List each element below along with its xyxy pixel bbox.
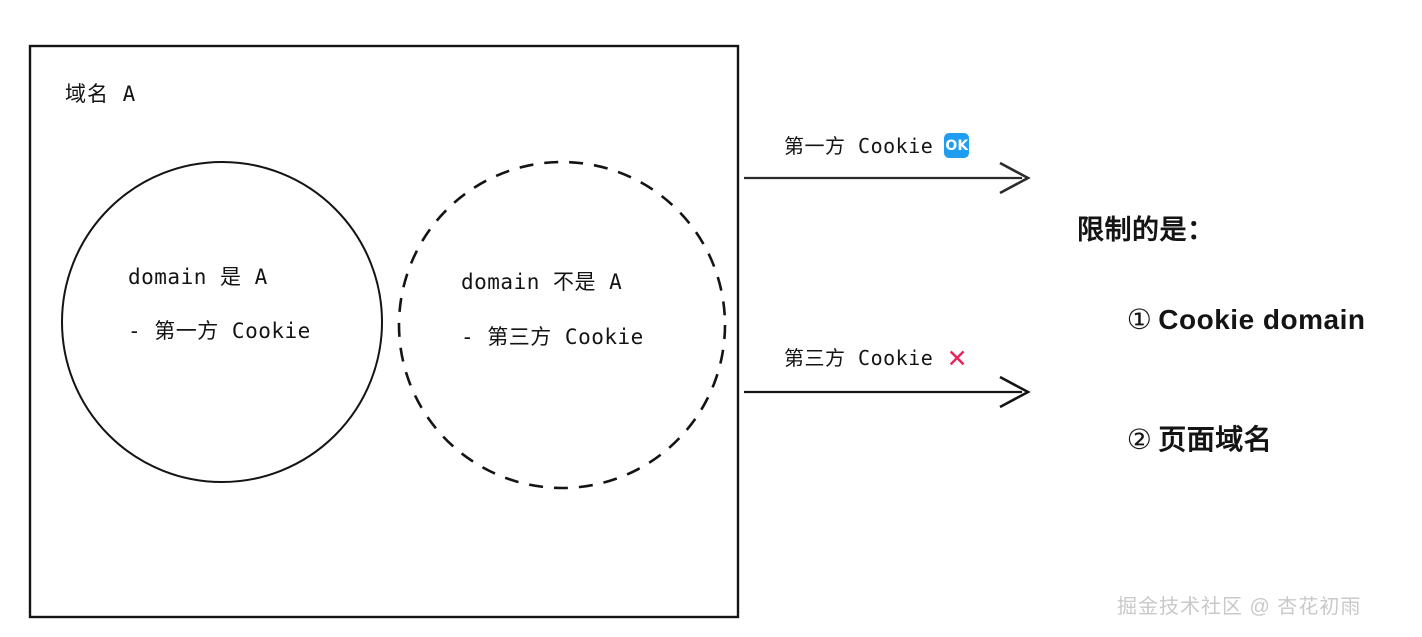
domain-box-label: 域名 A xyxy=(65,82,137,106)
cross-mark-icon: ✕ xyxy=(946,343,969,373)
dashed-circle-third-party xyxy=(397,160,727,490)
domain-box xyxy=(28,44,740,619)
third-party-label-text: 第三方 Cookie xyxy=(784,346,934,370)
restriction-item-2-number: ② xyxy=(1126,423,1153,456)
ok-badge-icon: OK xyxy=(944,133,970,158)
watermark: 掘金技术社区 @ 杏花初雨 xyxy=(1117,596,1362,618)
solid-circle-text-line1: domain 是 A xyxy=(128,265,268,289)
restriction-item-1-number: ① xyxy=(1126,303,1153,336)
solid-circle-first-party xyxy=(61,161,383,483)
solid-circle-text-line2: - 第一方 Cookie xyxy=(128,319,311,343)
restriction-item-1-text: Cookie domain xyxy=(1158,304,1366,335)
first-party-arrow-label: 第一方 Cookie OK xyxy=(784,133,970,158)
third-party-arrow xyxy=(744,375,1031,409)
dashed-circle-text-line1: domain 不是 A xyxy=(461,270,623,294)
first-party-arrow xyxy=(744,161,1031,195)
restriction-item-2-text: 页面域名 xyxy=(1158,424,1273,455)
restriction-heading: 限制的是： xyxy=(1077,215,1215,245)
first-party-label-text: 第一方 Cookie xyxy=(784,133,934,158)
dashed-circle-text-line2: - 第三方 Cookie xyxy=(461,325,644,349)
third-party-arrow-label: 第三方 Cookie ✕ xyxy=(784,345,970,371)
